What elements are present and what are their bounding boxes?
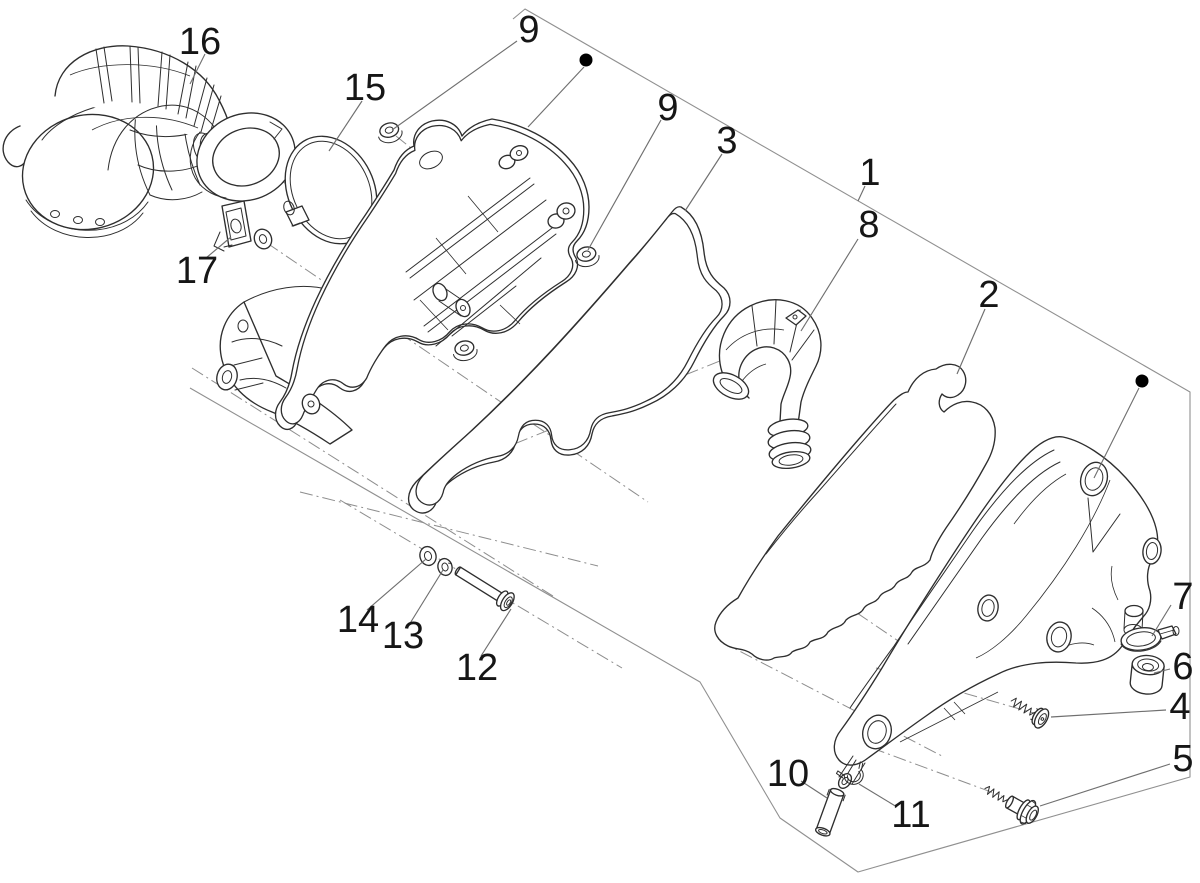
part-number-label[interactable]: 16 — [179, 21, 221, 63]
callout-7[interactable]: 7 — [1151, 576, 1194, 637]
leader-line — [1093, 387, 1140, 479]
cover-boss — [301, 145, 576, 415]
leader-line — [328, 100, 363, 152]
callout-6[interactable]: 6 — [1153, 646, 1194, 688]
callout-1[interactable]: 1 — [857, 152, 881, 202]
part-number-label[interactable]: 1 — [859, 152, 880, 194]
part-number-label[interactable]: 9 — [518, 9, 539, 51]
callout-17[interactable]: 17 — [176, 236, 232, 292]
leader-line — [1151, 604, 1172, 637]
callout-10[interactable]: 10 — [767, 753, 828, 799]
part-8-inlet-elbow-hose — [712, 299, 822, 470]
part-number-label[interactable]: 4 — [1169, 686, 1190, 728]
leader-line — [858, 783, 898, 808]
leader-line — [189, 53, 206, 85]
anchor-dot — [579, 53, 593, 67]
leader-line — [800, 238, 859, 332]
leader-line — [1050, 709, 1167, 718]
part-number-label[interactable]: 9 — [657, 87, 678, 129]
part-number-label[interactable]: 8 — [858, 204, 879, 246]
callout-11[interactable]: 11 — [858, 783, 931, 836]
part-number-label[interactable]: 15 — [344, 67, 386, 109]
part-11-tube-clip — [835, 761, 864, 785]
callout-16[interactable]: 16 — [179, 21, 221, 85]
part-number-label[interactable]: 10 — [767, 753, 809, 795]
part-10-drain-tube — [814, 787, 846, 837]
leader-line — [408, 569, 444, 626]
callout-9b[interactable]: 9 — [587, 87, 679, 251]
leader-line — [857, 185, 866, 202]
callout-14[interactable]: 14 — [337, 558, 427, 641]
leader-line — [480, 608, 512, 657]
callout-8[interactable]: 8 — [800, 204, 880, 332]
part-number-label[interactable]: 5 — [1172, 738, 1193, 780]
part-number-label[interactable]: 3 — [716, 120, 737, 162]
part-5-flanged-bolt — [984, 785, 1039, 825]
part-number-label[interactable]: 6 — [1172, 646, 1193, 688]
part-number-label[interactable]: 7 — [1172, 576, 1193, 618]
case-drain-nipple — [1123, 604, 1144, 636]
part-number-label[interactable]: 12 — [456, 647, 498, 689]
part-13-spring-washer — [437, 557, 453, 577]
leader-line — [956, 308, 986, 375]
duct-end-flange — [189, 112, 296, 202]
part-1-air-cleaner-case — [833, 435, 1162, 789]
part-4-screw — [1010, 697, 1050, 729]
dot-cover — [527, 53, 593, 128]
part-2-filter-element — [714, 363, 996, 661]
group-boundary-line — [189, 8, 1191, 873]
part-6-drain-cap — [1129, 654, 1165, 695]
callout-4[interactable]: 4 — [1050, 686, 1191, 728]
leader-line — [1153, 668, 1171, 674]
leader-line — [366, 558, 427, 611]
dot-case — [1093, 374, 1149, 479]
part-number-label[interactable]: 17 — [176, 250, 218, 292]
callout-2[interactable]: 2 — [956, 274, 1000, 375]
part-number-label[interactable]: 14 — [337, 599, 379, 641]
leader-line — [684, 153, 723, 212]
callout-3[interactable]: 3 — [684, 120, 738, 212]
callout-9a[interactable]: 9 — [391, 9, 540, 131]
leader-line — [1039, 763, 1171, 807]
part-3-case-gasket — [407, 206, 731, 514]
part-number-label[interactable]: 13 — [382, 615, 424, 657]
clamp-washer — [253, 228, 273, 250]
leader-line — [587, 119, 662, 251]
leader-line — [391, 40, 518, 131]
part-17-clip-nut — [213, 200, 252, 252]
leader-line — [205, 236, 232, 259]
part-16-intake-duct — [2, 45, 296, 238]
part-12-cover-screw — [454, 566, 515, 612]
callout-5[interactable]: 5 — [1039, 738, 1194, 807]
airbox-cover — [216, 118, 590, 445]
part-9-grommet — [574, 246, 600, 268]
part-9-grommet — [452, 340, 478, 362]
callout-13[interactable]: 13 — [382, 569, 444, 657]
anchor-dot — [1135, 374, 1149, 388]
part-7-drain-clamp — [1120, 625, 1180, 652]
anchor-markers — [527, 53, 1149, 479]
part-number-label[interactable]: 2 — [978, 274, 999, 316]
leader-line — [800, 780, 828, 799]
callout-15[interactable]: 15 — [328, 67, 386, 152]
leader-line — [527, 66, 585, 128]
part-15-hose-clamp — [283, 135, 378, 245]
part-number-label[interactable]: 11 — [891, 794, 930, 836]
callout-12[interactable]: 12 — [456, 608, 512, 689]
